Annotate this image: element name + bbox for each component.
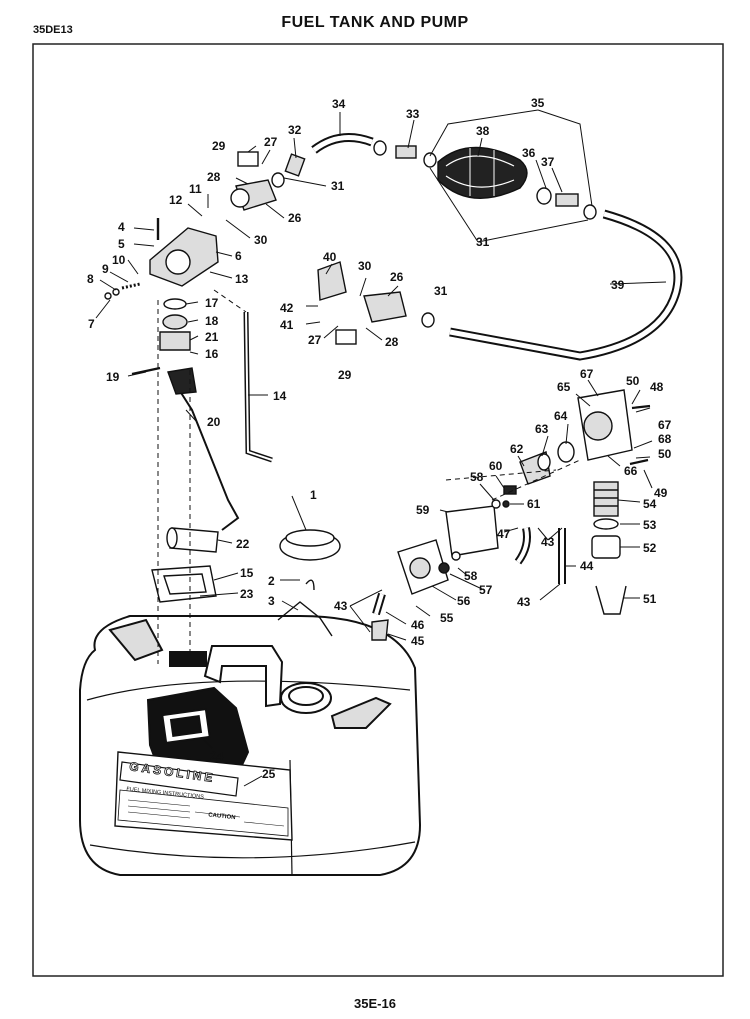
callout-32: 32 — [288, 123, 302, 137]
callout-29: 29 — [212, 139, 226, 153]
callout-50b: 50 — [658, 447, 672, 461]
callout-53: 53 — [643, 518, 657, 532]
callout-28b: 28 — [385, 335, 399, 349]
callout-65: 65 — [557, 380, 571, 394]
callout-30b: 30 — [358, 259, 372, 273]
callout-29b: 29 — [338, 368, 352, 382]
callout-47: 47 — [497, 527, 511, 541]
callout-55: 55 — [440, 611, 454, 625]
callout-54: 54 — [643, 497, 657, 511]
callout-26b: 26 — [390, 270, 404, 284]
callout-59: 59 — [416, 503, 430, 517]
callout-8: 8 — [87, 272, 94, 286]
callout-35: 35 — [531, 96, 545, 110]
tank-caution-label: CAUTION — [208, 812, 236, 821]
fuel-hoses — [177, 133, 683, 616]
callout-51: 51 — [643, 592, 657, 606]
callout-20: 20 — [207, 415, 221, 429]
callout-16: 16 — [205, 347, 219, 361]
callout-31c: 31 — [476, 235, 490, 249]
callout-25: 25 — [262, 767, 276, 781]
callout-41: 41 — [280, 318, 294, 332]
callout-43b: 43 — [517, 595, 531, 609]
callout-68: 68 — [658, 432, 672, 446]
diagram-frame — [32, 43, 724, 977]
callout-60: 60 — [489, 459, 503, 473]
callout-27: 27 — [264, 135, 278, 149]
callout-66: 66 — [624, 464, 638, 478]
callout-45: 45 — [411, 634, 425, 648]
callout-30: 30 — [254, 233, 268, 247]
callout-13: 13 — [235, 272, 249, 286]
callout-40: 40 — [323, 250, 337, 264]
callout-50: 50 — [626, 374, 640, 388]
callout-37: 37 — [541, 155, 555, 169]
callout-26: 26 — [288, 211, 302, 225]
model-code: 35DE13 — [33, 24, 73, 36]
callout-27b: 27 — [308, 333, 322, 347]
callout-1: 1 — [310, 488, 317, 502]
callout-42: 42 — [280, 301, 294, 315]
callout-67: 67 — [580, 367, 594, 381]
callout-18: 18 — [205, 314, 219, 328]
callout-labels: 34 33 35 32 38 29 27 36 37 28 31 11 12 2… — [87, 96, 672, 781]
callout-22: 22 — [236, 537, 250, 551]
primer-bulb — [437, 146, 528, 199]
callout-52: 52 — [643, 541, 657, 555]
callout-5: 5 — [118, 237, 125, 251]
leader-lines — [95, 109, 667, 787]
callout-9: 9 — [102, 262, 109, 276]
callout-58b: 58 — [464, 569, 478, 583]
callout-39: 39 — [611, 278, 625, 292]
callout-31: 31 — [331, 179, 345, 193]
page-number: 35E-16 — [354, 996, 396, 1011]
callout-38: 38 — [476, 124, 490, 138]
callout-10: 10 — [112, 253, 126, 267]
callout-17: 17 — [205, 296, 219, 310]
callout-14: 14 — [273, 389, 287, 403]
callout-4: 4 — [118, 220, 125, 234]
callout-15: 15 — [240, 566, 254, 580]
callout-19: 19 — [106, 370, 120, 384]
callout-12: 12 — [169, 193, 183, 207]
callout-28: 28 — [207, 170, 221, 184]
callout-43: 43 — [541, 535, 555, 549]
callout-24: 24 — [210, 749, 224, 763]
callout-36: 36 — [522, 146, 536, 160]
callout-44: 44 — [580, 559, 594, 573]
page-title: FUEL TANK AND PUMP — [281, 14, 469, 31]
callout-58: 58 — [470, 470, 484, 484]
callout-56: 56 — [457, 594, 471, 608]
callout-64: 64 — [554, 409, 568, 423]
callout-63: 63 — [535, 422, 549, 436]
callout-62: 62 — [510, 442, 524, 456]
callout-23: 23 — [240, 587, 254, 601]
assembly-guidelines — [157, 289, 581, 664]
callout-61: 61 — [527, 497, 541, 511]
fuel-tank — [79, 615, 422, 876]
callout-43c: 43 — [334, 599, 348, 613]
callout-34: 34 — [332, 97, 346, 111]
callout-11: 11 — [189, 182, 202, 196]
callout-49: 49 — [654, 486, 668, 500]
callout-67b: 67 — [658, 418, 672, 432]
callout-57: 57 — [479, 583, 493, 597]
callout-46: 46 — [411, 618, 425, 632]
callout-21: 21 — [205, 330, 219, 344]
small-parts — [104, 140, 651, 641]
callout-48: 48 — [650, 380, 664, 394]
callout-7: 7 — [88, 317, 95, 331]
callout-3: 3 — [268, 594, 275, 608]
callout-31b: 31 — [434, 284, 448, 298]
callout-2: 2 — [268, 574, 275, 588]
callout-33: 33 — [406, 107, 420, 121]
callout-6: 6 — [235, 249, 242, 263]
